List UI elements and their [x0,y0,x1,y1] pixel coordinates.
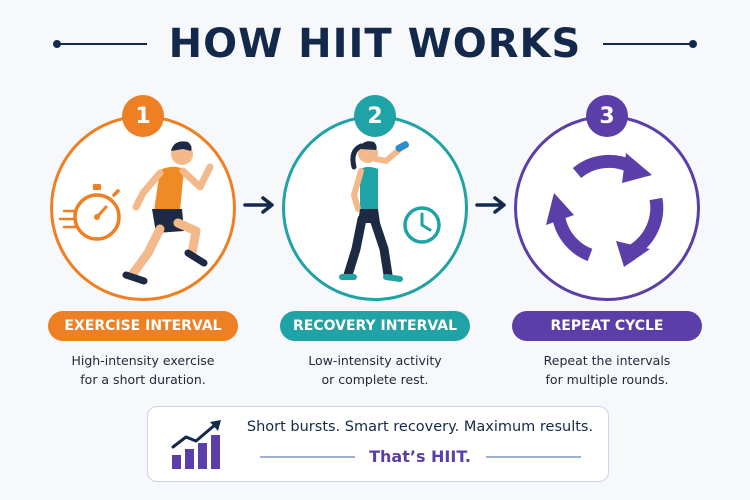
banner-divider-right [486,456,581,458]
page-title: HOW HIIT WORKS [168,21,582,67]
step-number-badge: 1 [122,95,164,137]
step-label: REPEAT CYCLE [512,311,702,341]
clock-icon [403,206,441,244]
step-label: EXERCISE INTERVAL [48,311,238,341]
arrow-right-icon [475,196,506,214]
step-number-badge: 2 [354,95,396,137]
title-row: HOW HIIT WORKS [0,14,750,74]
summary-banner: Short bursts. Smart recovery. Maximum re… [147,406,609,482]
growth-chart-icon [171,420,221,469]
step-number-badge: 3 [586,95,628,137]
step-label: RECOVERY INTERVAL [280,311,470,341]
banner-tagline: Short bursts. Smart recovery. Maximum re… [246,419,594,435]
arrow-right-icon [243,196,274,214]
title-decoration-left [52,40,147,48]
running-man-icon [58,141,214,285]
runner-figure [122,141,214,285]
walking-woman-drinking-icon [339,141,441,282]
step-description: High-intensity exercise for a short dura… [71,353,215,387]
step-circle [514,115,700,301]
step-description: Low-intensity activity or complete rest. [308,353,442,387]
stopwatch-icon [58,184,121,241]
banner-divider-left [260,456,355,458]
cycle-arrows-icon [546,153,664,267]
title-decoration-right [603,40,698,48]
step-description: Repeat the intervals for multiple rounds… [543,353,671,387]
woman-figure [339,141,410,282]
banner-slogan: That’s HIIT. [369,447,471,466]
